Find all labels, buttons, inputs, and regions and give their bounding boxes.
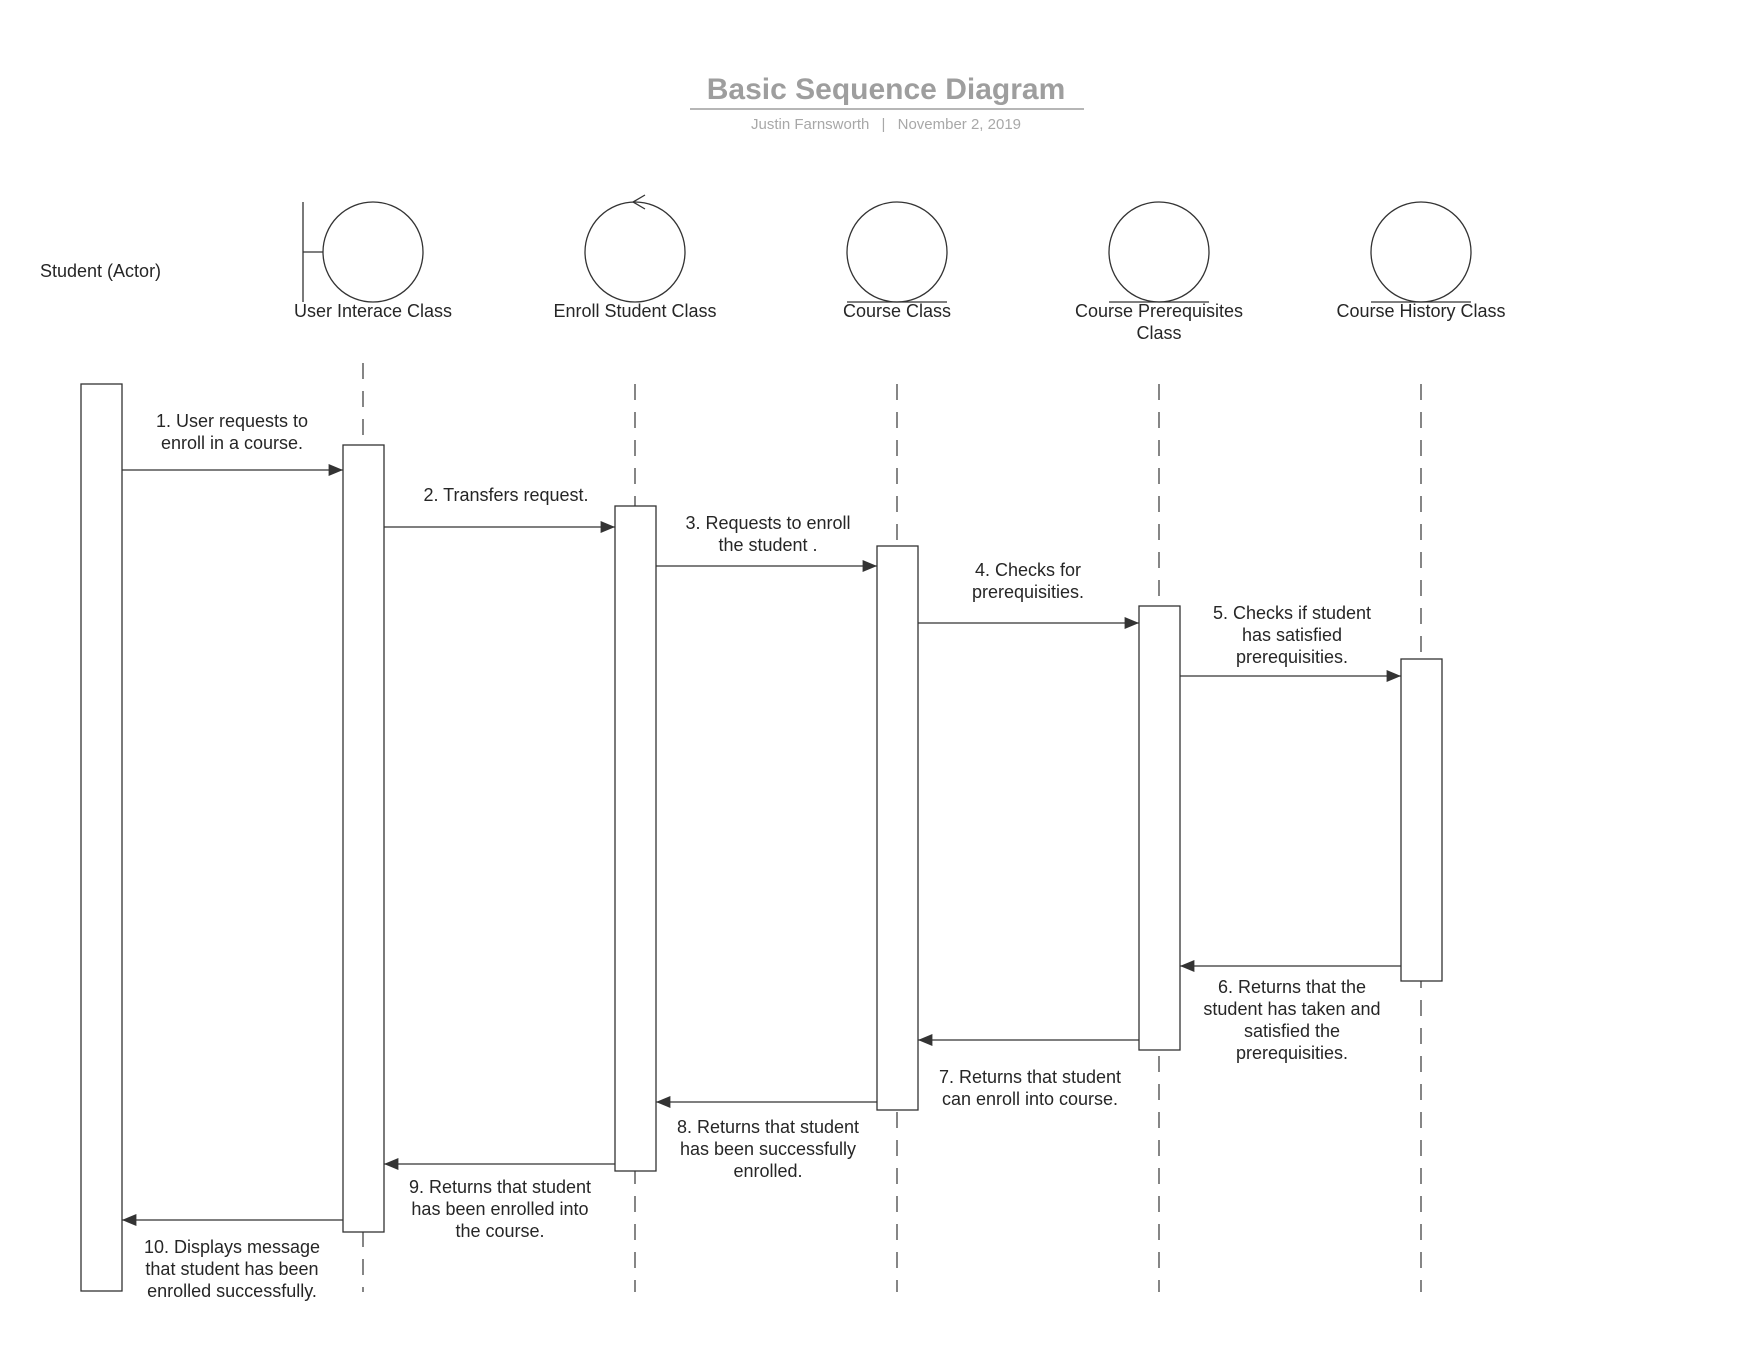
- message-label-line: 5. Checks if student: [1213, 603, 1371, 623]
- participant-label: Course History Class: [1336, 301, 1505, 321]
- participant-course: Course Class: [843, 201, 951, 321]
- entity-icon: [846, 201, 948, 303]
- message-label-line: enroll in a course.: [161, 433, 303, 453]
- message-label-line: that student has been: [145, 1259, 318, 1279]
- diagram-header: Basic Sequence Diagram Justin Farnsworth…: [690, 73, 1084, 133]
- activation-bar-enroll: [614, 505, 657, 1172]
- activations: [80, 383, 1443, 1292]
- participant-label: Enroll Student Class: [553, 301, 716, 321]
- control-icon: [584, 194, 686, 303]
- message-label-line: has satisfied: [1242, 625, 1342, 645]
- message-label-line: prerequisities.: [972, 582, 1084, 602]
- actor-label: Student (Actor): [40, 261, 161, 281]
- message-label-line: has been successfully: [680, 1139, 856, 1159]
- author-name: Justin Farnsworth: [751, 116, 869, 133]
- message-label-line: 7. Returns that student: [939, 1067, 1121, 1087]
- boundary-icon: [302, 201, 424, 303]
- activation-bar-course: [876, 545, 919, 1111]
- participant-history: Course History Class: [1336, 201, 1506, 321]
- subtitle-separator: |: [882, 116, 886, 133]
- message-label-line: 10. Displays message: [144, 1237, 320, 1257]
- diagram-title: Basic Sequence Diagram: [707, 73, 1066, 106]
- activation-bar-prereq: [1138, 605, 1181, 1051]
- message-label-line: can enroll into course.: [942, 1089, 1118, 1109]
- message-label-line: prerequisities.: [1236, 647, 1348, 667]
- participant-label-line: Class: [1136, 323, 1181, 343]
- message-label-line: 6. Returns that the: [1218, 977, 1366, 997]
- participant-label-line: Course History Class: [1336, 301, 1505, 321]
- message-label-line: 9. Returns that student: [409, 1177, 591, 1197]
- activation-bar-history: [1400, 658, 1443, 982]
- diagram-subtitle: Justin Farnsworth | November 2, 2019: [751, 116, 1021, 133]
- message-label-line: student has taken and: [1203, 999, 1380, 1019]
- message-label-line: 4. Checks for: [975, 560, 1081, 580]
- participant-label-line: User Interace Class: [294, 301, 452, 321]
- entity-icon: [1108, 201, 1210, 303]
- message-label: 2. Transfers request.: [423, 485, 588, 505]
- participant-label-line: Course Prerequisites: [1075, 301, 1243, 321]
- message-2: 2. Transfers request.: [384, 485, 615, 533]
- message-label-line: 8. Returns that student: [677, 1117, 859, 1137]
- message-label-line: enrolled successfully.: [147, 1281, 317, 1301]
- activation-bar-actor: [80, 383, 123, 1292]
- participant-label-line: Course Class: [843, 301, 951, 321]
- participant-label: Course Class: [843, 301, 951, 321]
- message-label-line: the course.: [455, 1221, 544, 1241]
- participant-enroll: Enroll Student Class: [553, 194, 717, 321]
- message-label-line: 1. User requests to: [156, 411, 308, 431]
- participant-ui: User Interace Class: [294, 201, 452, 321]
- participant-label: User Interace Class: [294, 301, 452, 321]
- message-label-line: enrolled.: [733, 1161, 802, 1181]
- message-label-line: satisfied the: [1244, 1021, 1340, 1041]
- entity-icon: [1370, 201, 1472, 303]
- diagram-date: November 2, 2019: [898, 116, 1021, 133]
- message-label-line: the student .: [718, 535, 817, 555]
- message-label-line: prerequisities.: [1236, 1043, 1348, 1063]
- participant-label-line: Enroll Student Class: [553, 301, 716, 321]
- message-label-line: 3. Requests to enroll: [685, 513, 850, 533]
- message-label-line: has been enrolled into: [411, 1199, 588, 1219]
- activation-bar-ui: [342, 444, 385, 1233]
- message-label-line: 2. Transfers request.: [423, 485, 588, 505]
